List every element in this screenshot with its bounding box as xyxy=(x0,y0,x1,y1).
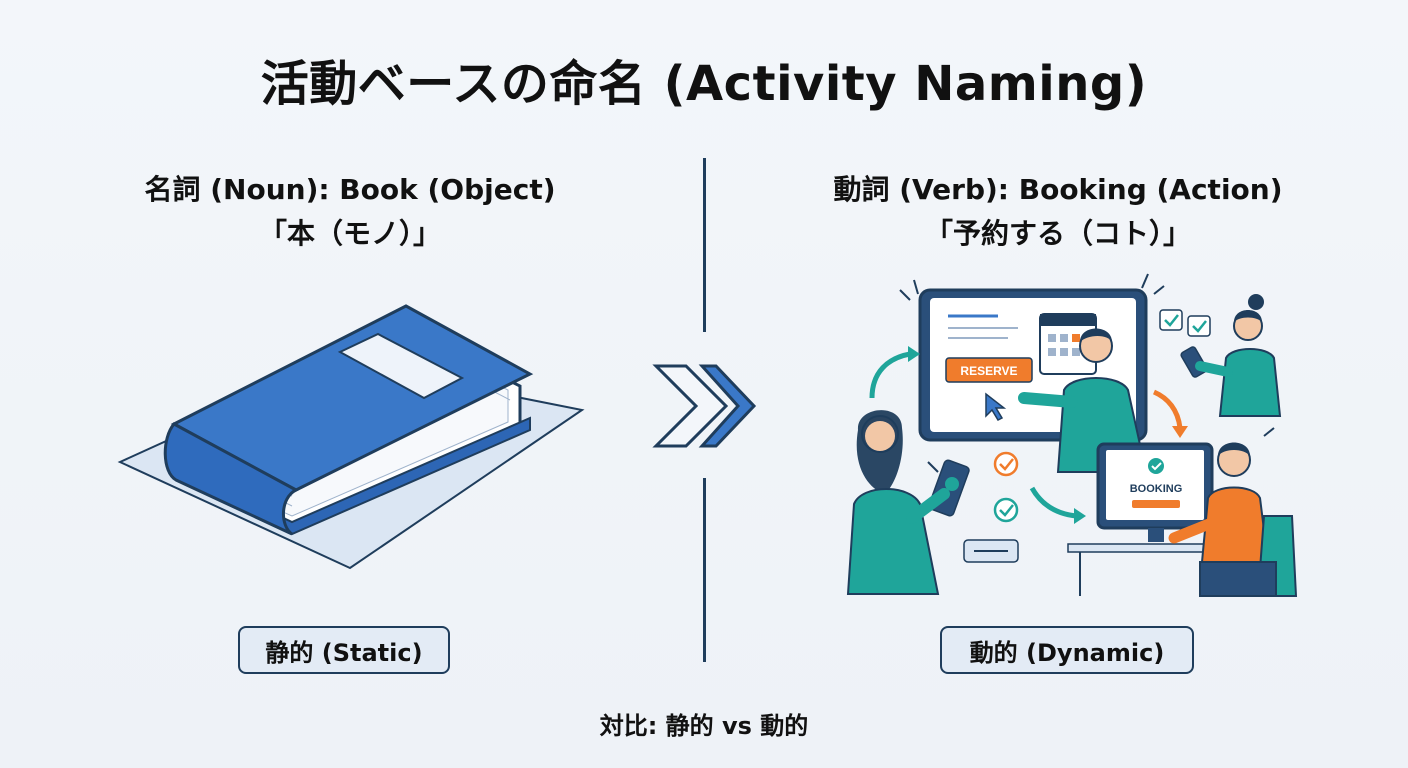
noun-heading-block: 名詞 (Noun): Book (Object) 「本（モノ）」 xyxy=(100,168,600,256)
book-icon xyxy=(117,304,585,570)
booking-screen-label: BOOKING xyxy=(1130,483,1183,495)
activity-illustration: RESERVE xyxy=(846,273,1298,597)
calendar-icon xyxy=(1039,313,1097,375)
noun-heading: 名詞 (Noun): Book (Object) xyxy=(144,173,556,206)
chevron-right-icon xyxy=(652,364,757,448)
chat-bubble-icon xyxy=(963,539,1019,563)
footer-caption: 対比: 静的 vs 動的 xyxy=(599,712,809,740)
verb-subheading: 「予約する（コト）」 xyxy=(924,217,1191,250)
page-title: 活動ベースの命名 (Activity Naming) xyxy=(260,56,1148,112)
cursor-icon xyxy=(985,392,1007,421)
noun-subheading: 「本（モノ）」 xyxy=(258,217,441,250)
reserve-button-label: RESERVE xyxy=(960,364,1017,378)
divider-bottom xyxy=(703,478,706,662)
verb-heading: 動詞 (Verb): Booking (Action) xyxy=(833,173,1283,206)
dynamic-badge: 動的 (Dynamic) xyxy=(940,626,1194,674)
verb-heading-block: 動詞 (Verb): Booking (Action) 「予約する（コト）」 xyxy=(808,168,1308,256)
check-icon xyxy=(1159,309,1211,337)
static-badge: 静的 (Static) xyxy=(238,626,450,674)
divider-top xyxy=(703,158,706,332)
